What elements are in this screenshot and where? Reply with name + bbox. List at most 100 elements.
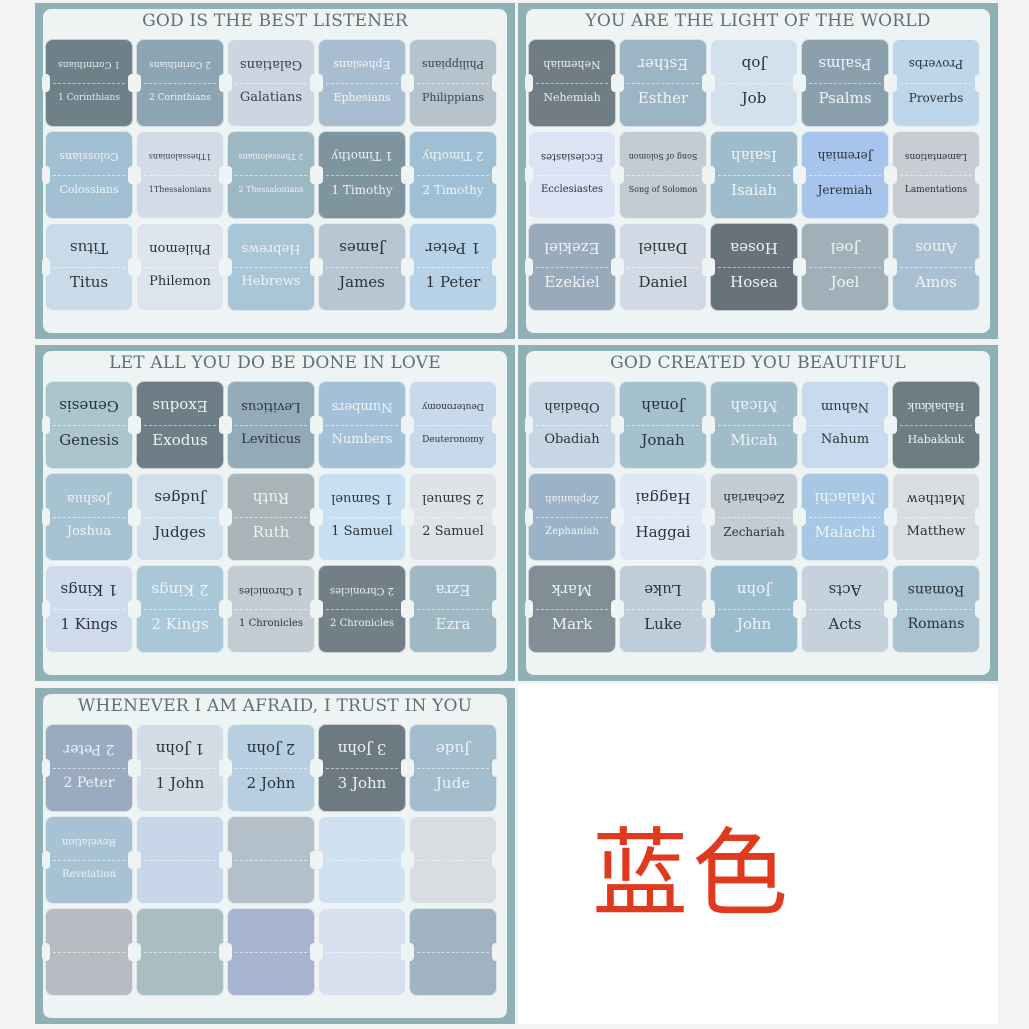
tab-notch: [884, 600, 892, 618]
fold-line: [144, 425, 216, 426]
fold-line: [144, 83, 216, 84]
tab-notch: [492, 851, 500, 869]
fold-line: [53, 175, 125, 176]
tab-notch: [406, 416, 414, 434]
fold-line: [809, 267, 881, 268]
fold-line: [235, 609, 307, 610]
tab-label-mirrored: Joshua: [66, 491, 112, 506]
sheet-title: WHENEVER I AM AFRAID, I TRUST IN YOU: [77, 696, 473, 716]
tab-label-mirrored: Nehemiah: [543, 58, 601, 71]
fold-line: [235, 175, 307, 176]
tab-label: 2 Samuel: [422, 524, 484, 539]
tab-label-mirrored: Proverbs: [908, 57, 964, 71]
tab-label-mirrored: Colossians: [59, 150, 119, 163]
tab-label: Song of Solomon: [628, 185, 698, 194]
fold-line: [627, 609, 699, 610]
tab-notch: [219, 166, 227, 184]
tab-notch: [406, 166, 414, 184]
tab-notch: [219, 851, 227, 869]
fold-line: [326, 609, 398, 610]
tab-notch: [224, 759, 232, 777]
tab-notch: [401, 166, 409, 184]
tab-label-mirrored: [45, 922, 133, 944]
tab-label: James: [339, 273, 385, 291]
tab-notch: [401, 74, 409, 92]
fold-line: [417, 609, 489, 610]
tab-label: Isaiah: [731, 181, 777, 199]
tab-label: [409, 864, 497, 886]
tab-notch: [525, 74, 533, 92]
tab-notch: [315, 851, 323, 869]
bookmark-tab: [315, 816, 409, 904]
tab-notch: [42, 759, 50, 777]
tab-label: Acts: [828, 615, 862, 633]
tab-label-mirrored: 1 Chronicles: [239, 585, 303, 596]
tab-notch: [525, 166, 533, 184]
tab-notch: [492, 416, 500, 434]
tab-label: Nehemiah: [543, 91, 601, 104]
tab-label: Ruth: [252, 523, 290, 541]
bookmark-tab: [133, 908, 227, 996]
fold-line: [718, 609, 790, 610]
tab-label: Nahum: [820, 432, 870, 447]
tab-notch: [616, 600, 624, 618]
tab-label: Exodus: [152, 431, 208, 449]
tab-notch: [492, 759, 500, 777]
tab-label-mirrored: Isaiah: [731, 147, 777, 165]
tab-notch: [884, 74, 892, 92]
tab-label-mirrored: Exodus: [152, 397, 208, 415]
tab-label-mirrored: [318, 922, 406, 944]
tab-notch: [492, 74, 500, 92]
tab-label-mirrored: 2 Kings: [151, 581, 209, 599]
tab-label-mirrored: Jonah: [641, 397, 685, 415]
tab-notch: [707, 600, 715, 618]
tab-label: Esther: [637, 89, 689, 107]
tab-notch: [975, 416, 983, 434]
fold-line: [53, 768, 125, 769]
fold-line: [809, 175, 881, 176]
tab-label: 2 Timothy: [422, 183, 484, 197]
tab-label: 1 Peter: [425, 273, 481, 291]
sheet-title: LET ALL YOU DO BE DONE IN LOVE: [109, 353, 441, 373]
tab-label: Proverbs: [908, 91, 964, 105]
fold-line: [627, 83, 699, 84]
fold-line: [326, 952, 398, 953]
tab-notch: [702, 258, 710, 276]
tab-label-mirrored: Ruth: [252, 489, 290, 507]
tab-notch: [310, 416, 318, 434]
tab-notch: [133, 258, 141, 276]
fold-line: [53, 517, 125, 518]
tab-label: Genesis: [59, 431, 119, 449]
tab-notch: [798, 74, 806, 92]
tab-label-mirrored: Numbers: [331, 399, 393, 414]
tab-notch: [884, 258, 892, 276]
tab-notch: [133, 943, 141, 961]
tab-notch: [889, 166, 897, 184]
fold-line: [900, 267, 972, 268]
tab-label: Jeremiah: [817, 183, 873, 197]
fold-line: [326, 175, 398, 176]
fold-line: [627, 267, 699, 268]
tab-label: Zechariah: [723, 525, 785, 539]
tab-label: 2 John: [246, 774, 296, 792]
tab-label-mirrored: Genesis: [59, 397, 119, 415]
tab-notch: [310, 600, 318, 618]
tab-notch: [525, 508, 533, 526]
